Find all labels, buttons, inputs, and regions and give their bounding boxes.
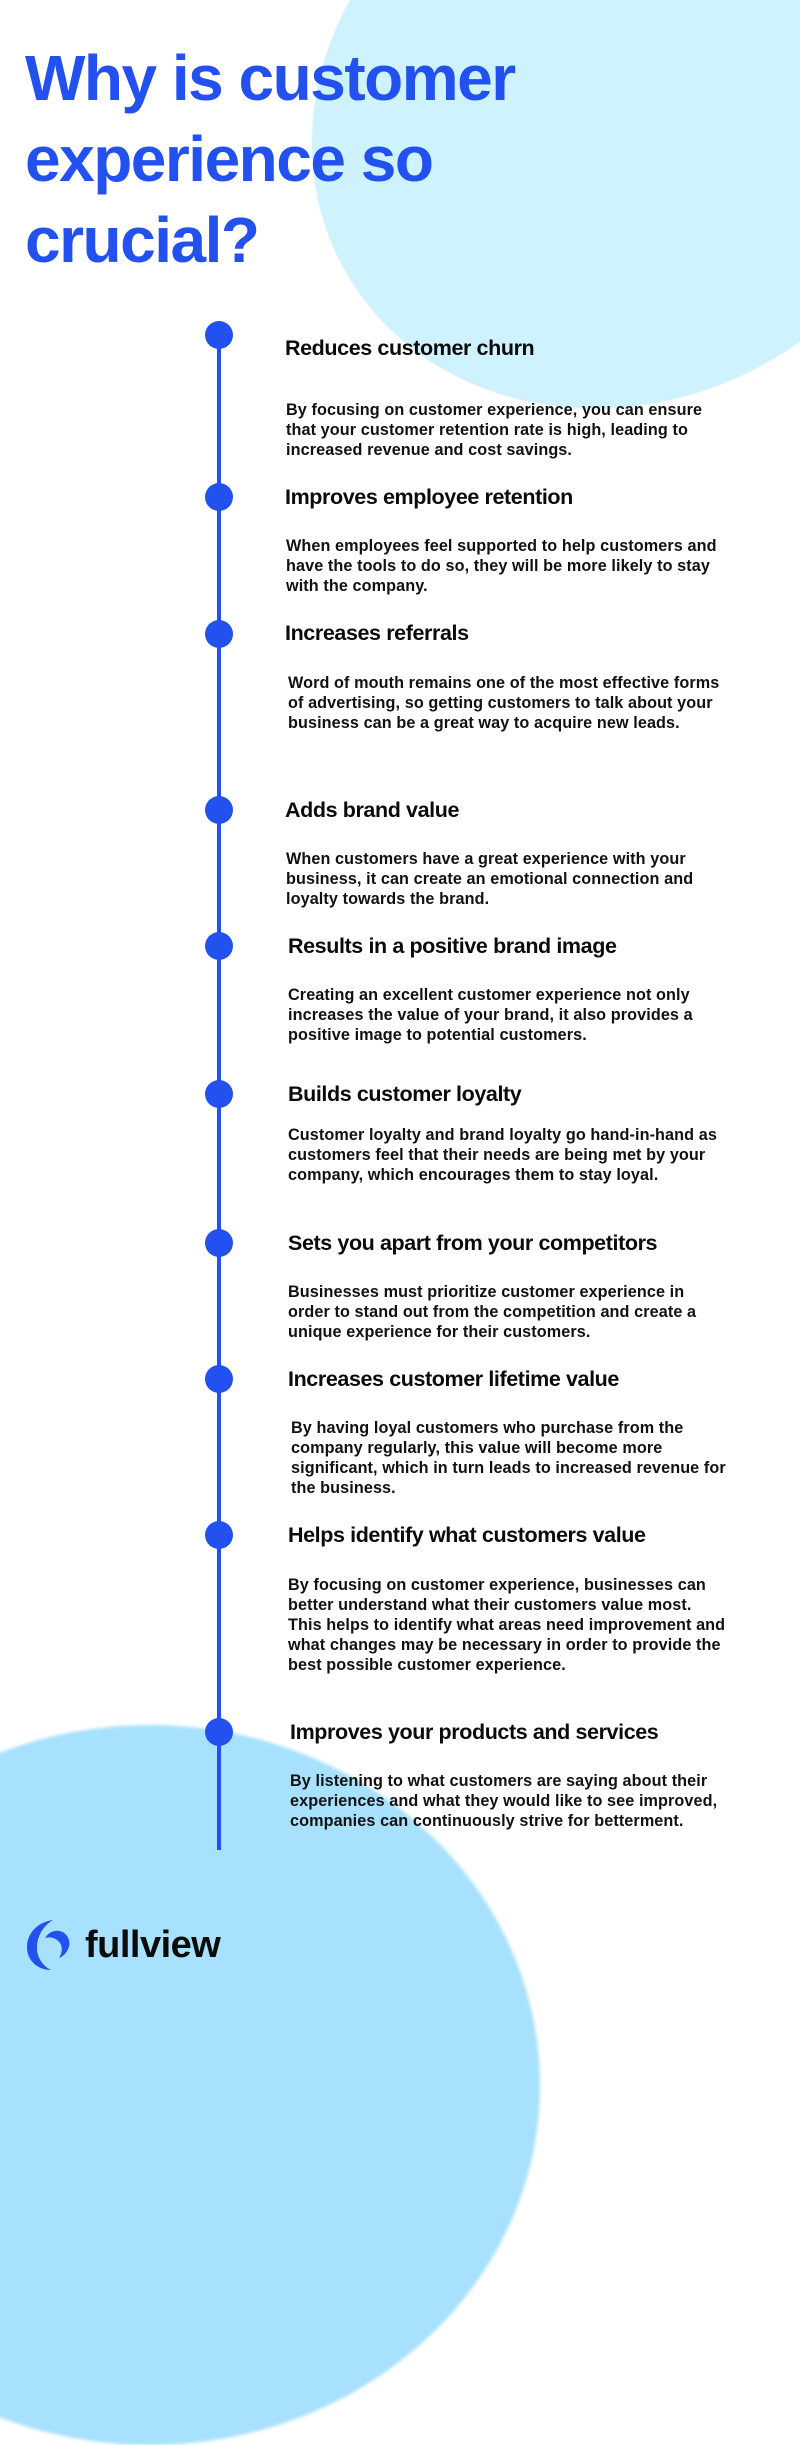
item-heading: Sets you apart from your competitors <box>288 1231 658 1255</box>
item-body: By focusing on customer experience, you … <box>286 401 703 459</box>
item-heading: Increases customer lifetime value <box>288 1367 619 1391</box>
item-body: Customer loyalty and brand loyalty go ha… <box>288 1126 717 1184</box>
item-heading: Builds customer loyalty <box>288 1082 522 1106</box>
item-heading: Results in a positive brand image <box>288 934 617 958</box>
timeline-dot <box>205 1521 233 1549</box>
item-body: When employees feel supported to help cu… <box>286 537 717 595</box>
item-heading: Reduces customer churn <box>285 336 535 360</box>
item-heading: Improves your products and services <box>290 1720 659 1744</box>
timeline-dot <box>205 932 233 960</box>
timeline-dot <box>205 1365 233 1393</box>
fullview-logo: fullview <box>25 1918 221 1972</box>
item-body: Word of mouth remains one of the most ef… <box>288 674 720 732</box>
decorative-blob-bottom <box>0 1725 540 2445</box>
item-heading: Improves employee retention <box>285 485 573 509</box>
item-heading: Adds brand value <box>285 798 459 822</box>
item-body: Businesses must prioritize customer expe… <box>288 1283 697 1341</box>
timeline-dot <box>205 620 233 648</box>
item-body: By having loyal customers who purchase f… <box>291 1419 726 1497</box>
timeline-dot <box>205 1718 233 1746</box>
timeline-dot <box>205 796 233 824</box>
logo-text: fullview <box>85 1923 221 1966</box>
item-heading: Helps identify what customers value <box>288 1523 646 1547</box>
item-body: When customers have a great experience w… <box>286 850 694 908</box>
item-heading: Increases referrals <box>285 621 469 645</box>
item-body: Creating an excellent customer experienc… <box>288 986 693 1044</box>
timeline-dot <box>205 483 233 511</box>
item-body: By focusing on customer experience, busi… <box>288 1576 726 1674</box>
timeline-dot <box>205 1229 233 1257</box>
fullview-logo-icon <box>27 1920 70 1970</box>
timeline-dot <box>205 321 233 349</box>
timeline-dot <box>205 1080 233 1108</box>
page-title: Why is customer experience so crucial? <box>25 42 516 276</box>
item-body: By listening to what customers are sayin… <box>290 1772 718 1830</box>
